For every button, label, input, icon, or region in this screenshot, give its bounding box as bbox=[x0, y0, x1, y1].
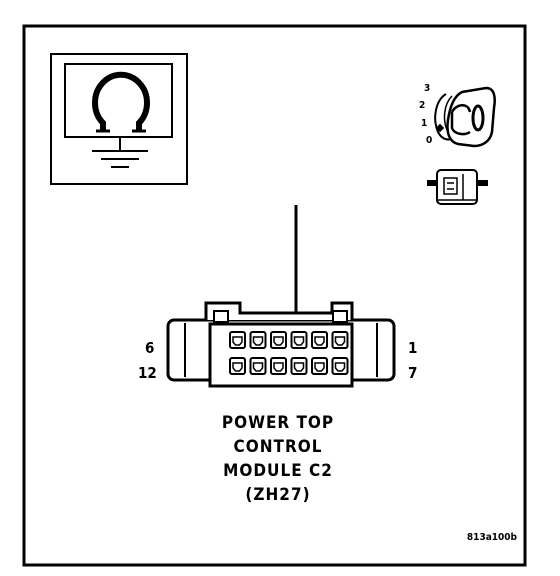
ground-symbol-icon bbox=[92, 137, 148, 168]
figure-border bbox=[22, 24, 527, 567]
figure-id: 813a100b bbox=[467, 532, 518, 543]
title-line-2: CONTROL bbox=[234, 437, 323, 457]
pin-label-left-top: 6 bbox=[145, 339, 154, 357]
connector-cavity bbox=[270, 331, 287, 349]
title-line-1: POWER TOP bbox=[222, 413, 334, 433]
connector-cavity bbox=[229, 331, 246, 349]
ignition-position-2: 2 bbox=[419, 100, 425, 111]
connector-title: POWER TOP CONTROL MODULE C2 (ZH27) bbox=[222, 413, 334, 505]
ohmmeter-icon bbox=[50, 53, 188, 185]
connector-c2 bbox=[166, 301, 396, 388]
connector-cavity bbox=[270, 357, 287, 375]
connector-cavity bbox=[331, 357, 349, 375]
connector-cavity bbox=[331, 331, 349, 349]
title-line-4: (ZH27) bbox=[245, 485, 310, 505]
ignition-position-3: 3 bbox=[424, 83, 430, 94]
ignition-key-icon: 3 2 1 0 bbox=[419, 83, 496, 148]
connector-cavity bbox=[249, 331, 267, 349]
connector-cavities bbox=[229, 331, 349, 375]
ignition-position-0: 0 bbox=[426, 135, 432, 146]
connector-disconnect-icon bbox=[427, 169, 488, 205]
pin-label-left-bottom: 12 bbox=[138, 364, 157, 382]
ohm-symbol bbox=[92, 71, 150, 130]
title-line-3: MODULE C2 bbox=[223, 461, 333, 481]
connector-cavity bbox=[290, 357, 308, 375]
connector-cavity bbox=[311, 331, 328, 349]
connector-cavity bbox=[290, 331, 308, 349]
connector-cavity bbox=[229, 357, 246, 375]
connector-cavity bbox=[249, 357, 267, 375]
pin-label-right-top: 1 bbox=[408, 339, 417, 357]
connector-cavity bbox=[311, 357, 328, 375]
ignition-position-1: 1 bbox=[421, 118, 427, 129]
pin-label-right-bottom: 7 bbox=[408, 364, 417, 382]
